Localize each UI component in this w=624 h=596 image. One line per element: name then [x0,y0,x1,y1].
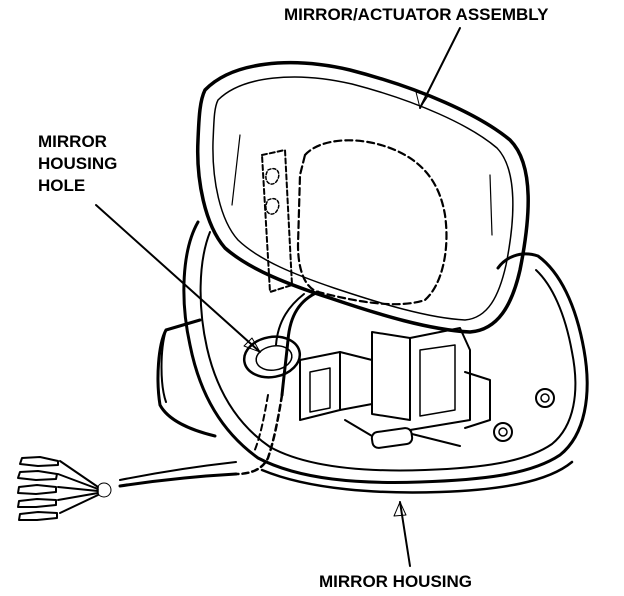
mirror-actuator-assembly [195,61,530,334]
label-line: HOLE [38,176,86,195]
label-mirror-housing-hole: MIRROR HOUSING HOLE [38,131,117,197]
label-line: HOUSING [38,154,118,173]
terminal-pins [17,456,99,521]
wire-harness [96,290,320,498]
label-mirror-actuator-assembly: MIRROR/ACTUATOR ASSEMBLY [284,5,549,24]
mirror-housing [156,220,589,494]
leader-lines [95,27,461,567]
label-mirror-housing: MIRROR HOUSING [319,572,472,591]
label-line: MIRROR [38,132,107,151]
